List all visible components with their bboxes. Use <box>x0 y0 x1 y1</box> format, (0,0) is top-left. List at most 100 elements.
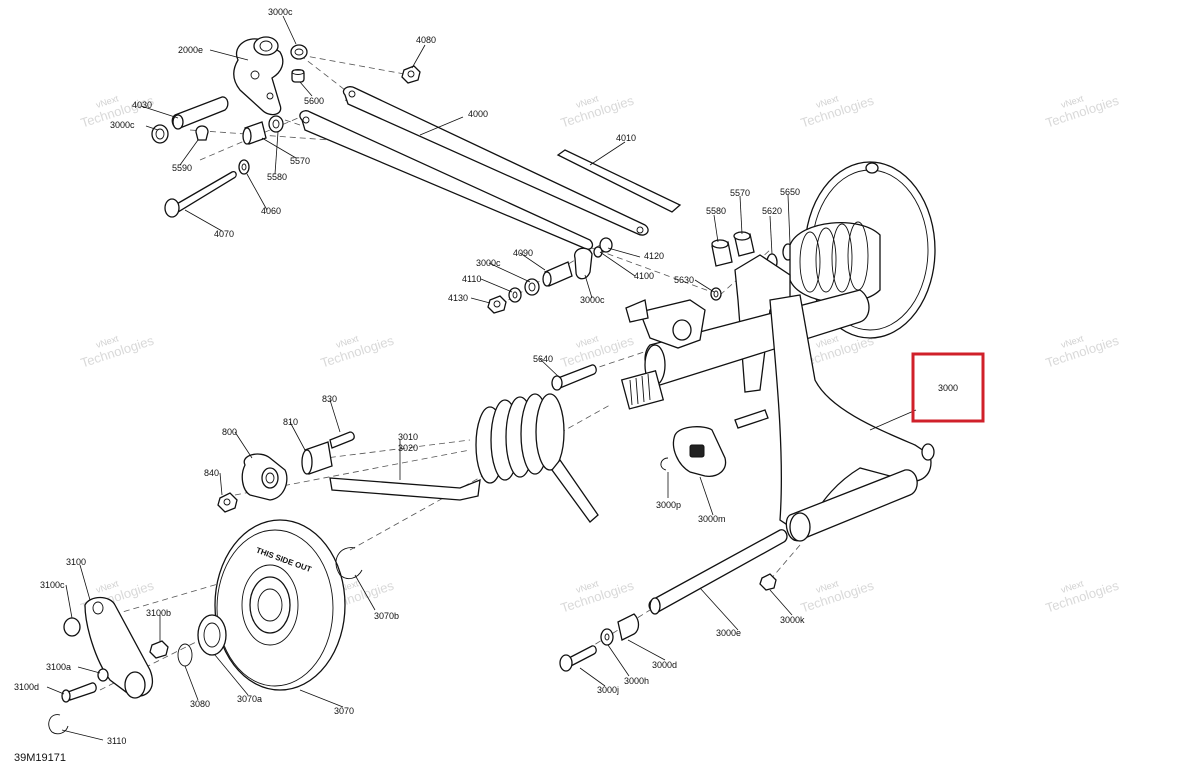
nut-3100b <box>149 640 169 659</box>
part-label: 4030 <box>132 100 152 110</box>
clip-5590 <box>195 125 209 141</box>
part-label: 840 <box>204 468 219 478</box>
bolt-4070 <box>164 170 237 218</box>
part-label: 5580 <box>706 206 726 216</box>
circlip-3070b <box>335 547 363 580</box>
part-label: 5620 <box>762 206 782 216</box>
part-label: 5570 <box>730 188 750 198</box>
bearing-3070a <box>197 614 227 656</box>
bushing-3000c-mid <box>524 278 540 296</box>
watermark-layer: vNext Technologies vNext Technologies vN… <box>79 93 1121 616</box>
bolt-3000j <box>559 645 597 672</box>
pin-4030 <box>171 96 229 130</box>
bolt-3100d <box>61 682 97 703</box>
part-label: 3000m <box>698 514 726 524</box>
part-label: 3000d <box>652 660 677 670</box>
part-label: 4130 <box>448 293 468 303</box>
part-label: 3080 <box>190 699 210 709</box>
nut-3000k <box>759 573 777 591</box>
part-label: 3000j <box>597 685 619 695</box>
link-bar-4000-upper <box>342 86 649 236</box>
part-label: 3070a <box>237 694 262 704</box>
part-label: 4100 <box>634 271 654 281</box>
bushing-3000c-top <box>290 44 308 60</box>
part-label: 3000h <box>624 676 649 686</box>
torsion-spring-3010 <box>329 393 599 523</box>
part-label: 4120 <box>644 251 664 261</box>
bellows <box>789 221 881 303</box>
swing-arm-3000 <box>620 161 936 542</box>
part-label: 5630 <box>674 275 694 285</box>
bushing-810 <box>301 441 333 475</box>
part-label: 810 <box>283 417 298 427</box>
tensioner-800 <box>241 453 288 501</box>
part-label: 4090 <box>513 248 533 258</box>
washer-5630 <box>710 287 722 301</box>
drawing-code: 39M19171 <box>14 752 66 764</box>
spacer-5570 <box>242 121 267 145</box>
part-labels: 3000c 2000e 4080 5600 4030 3000c 4000 55… <box>14 7 958 746</box>
arm-3100 <box>84 596 154 699</box>
part-label: 4000 <box>468 109 488 119</box>
part-label: 830 <box>322 394 337 404</box>
bushing-3000d <box>617 613 640 641</box>
clip-3000p <box>660 457 669 471</box>
bushing-5580 <box>268 115 284 133</box>
part-label: 800 <box>222 427 237 437</box>
plate-4010 <box>556 149 682 213</box>
washer-4110 <box>508 287 522 303</box>
bushing-3000c-left <box>151 124 169 144</box>
bolt-5640 <box>551 364 597 391</box>
leader-lines <box>46 15 917 741</box>
part-label: 3000c <box>580 295 605 305</box>
highlight-box-3000 <box>911 352 985 423</box>
washer-3100a <box>97 668 109 682</box>
part-label: 3010 <box>398 432 418 442</box>
part-label: 4080 <box>416 35 436 45</box>
part-label: 4070 <box>214 229 234 239</box>
shaft-3000e <box>648 529 788 615</box>
part-label: 3100c <box>40 580 65 590</box>
part-label: 3110 <box>107 736 126 746</box>
link-end-3000c <box>574 247 593 280</box>
nut-4080 <box>401 65 421 84</box>
splined-shaft <box>620 370 665 410</box>
part-label: 3000c <box>476 258 501 268</box>
bushing-5600 <box>291 69 305 83</box>
part-label: 3000 <box>938 383 958 393</box>
part-label: 3000c <box>268 7 293 17</box>
part-label: 5590 <box>172 163 192 173</box>
bolt-830 <box>329 431 355 449</box>
bushing-3100c <box>63 617 81 637</box>
part-label: 5600 <box>304 96 324 106</box>
washer-3000h <box>600 628 614 646</box>
part-label: 5570 <box>290 156 310 166</box>
nut-840 <box>217 492 238 513</box>
part-label: 4010 <box>616 133 636 143</box>
part-label: 5640 <box>533 354 553 364</box>
part-label: 4060 <box>261 206 281 216</box>
bushing-5580-right <box>711 239 733 267</box>
sensor-3000m <box>672 426 727 477</box>
wheel-3070: THIS SIDE OUT <box>214 519 346 691</box>
bracket-2000e <box>233 36 284 116</box>
part-label: 3100d <box>14 682 39 692</box>
nut-4130 <box>487 295 507 314</box>
part-label: 3000k <box>780 615 805 625</box>
part-label: 3020 <box>398 443 418 453</box>
washer-4060 <box>238 159 250 175</box>
part-label: 3000e <box>716 628 741 638</box>
part-label: 3100b <box>146 608 171 618</box>
part-label: 3070b <box>374 611 399 621</box>
part-label: 2000e <box>178 45 203 55</box>
part-label: 3070 <box>334 706 354 716</box>
bushing-4090 <box>542 261 573 287</box>
part-label: 5650 <box>780 187 800 197</box>
part-label: 5580 <box>267 172 287 182</box>
part-label: 3000p <box>656 500 681 510</box>
part-label: 3000c <box>110 120 135 130</box>
part-label: 3100 <box>66 557 86 567</box>
part-label: 4110 <box>462 274 481 284</box>
spacer-5570-right <box>733 231 755 257</box>
